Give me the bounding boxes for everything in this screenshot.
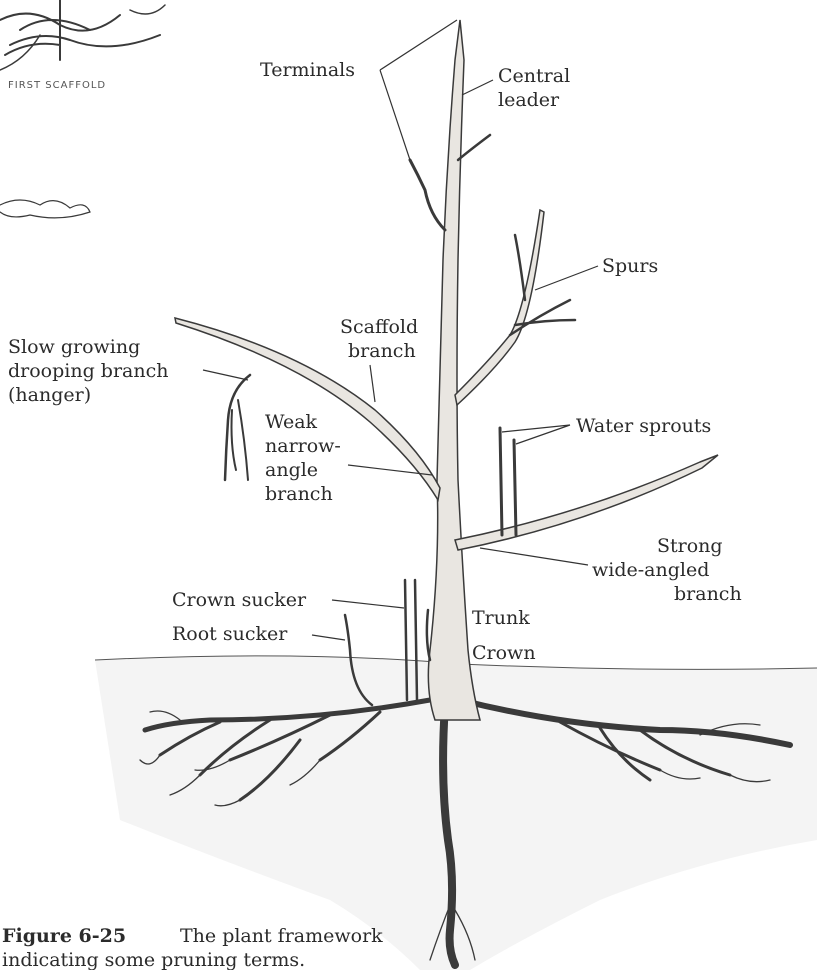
weak-branch-label-line2: narrow- [265, 435, 341, 457]
first-scaffold-label: FIRST SCAFFOLD [8, 80, 106, 91]
scaffold-branch-label-line1: Scaffold [340, 316, 418, 338]
trunk-label: Trunk [472, 607, 530, 629]
water-sprouts-label: Water sprouts [576, 415, 711, 437]
caption-line1: The plant framework [180, 925, 383, 947]
crown-sucker-label: Crown sucker [172, 589, 307, 611]
scaffold-branch-label-line2: branch [348, 340, 416, 362]
terminals-label: Terminals [260, 59, 355, 81]
strong-branch-label-line2: wide-angled [592, 559, 709, 581]
figure-caption: Figure 6-25 The plant framework indicati… [2, 925, 383, 970]
hanger-label-line1: Slow growing [8, 336, 140, 358]
caption-line2: indicating some pruning terms. [2, 949, 305, 970]
weak-branch-label-line3: angle [265, 459, 318, 481]
previous-figure-sketch: FIRST SCAFFOLD [0, 0, 165, 218]
strong-branch-label-line1: Strong [657, 535, 723, 557]
spurs-label: Spurs [602, 255, 658, 277]
weak-branch-label-line4: branch [265, 483, 333, 505]
term-labels: Terminals Central leader Spurs Scaffold … [8, 59, 742, 664]
hanger-label-line2: drooping branch [8, 360, 169, 382]
strong-branch-label-line3: branch [674, 583, 742, 605]
crown-label: Crown [472, 642, 536, 664]
figure-number: Figure 6-25 [2, 925, 126, 947]
central-leader-label-line1: Central [498, 65, 570, 87]
root-sucker-label: Root sucker [172, 623, 288, 645]
hanger-label-line3: (hanger) [8, 384, 91, 406]
central-leader-label-line2: leader [498, 89, 560, 111]
weak-branch-label-line1: Weak [265, 411, 318, 433]
